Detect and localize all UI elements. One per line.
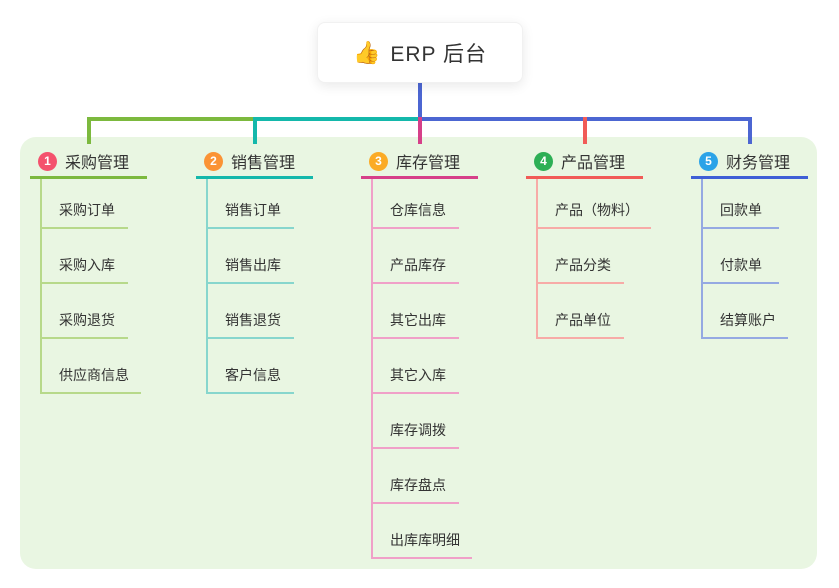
branch-title-underline [30, 176, 147, 179]
branch-title: 销售管理 [231, 155, 296, 172]
leaf-node[interactable]: 销售退货 [208, 284, 294, 339]
rail-segment-teal [253, 117, 420, 121]
root-node[interactable]: 👍 ERP 后台 [317, 22, 523, 83]
leaf-label: 销售退货 [225, 312, 281, 328]
leaf-node[interactable]: 产品库存 [373, 229, 459, 284]
branch-title-underline [196, 176, 313, 179]
branch-title: 库存管理 [396, 155, 461, 172]
branch-procurement: 1 采购管理 采购订单 采购入库 采购退货 供应商信息 [30, 146, 147, 394]
leaf-label: 其它出库 [390, 312, 446, 328]
branch-title-row[interactable]: 1 采购管理 [30, 146, 147, 176]
branch-inventory: 3 库存管理 仓库信息 产品库存 其它出库 其它入库 库存调拨 库存盘点 出库库… [361, 146, 478, 559]
branch-product: 4 产品管理 产品（物料） 产品分类 产品单位 [526, 146, 651, 339]
leaf-node[interactable]: 结算账户 [703, 284, 788, 339]
leaf-label: 回款单 [720, 202, 762, 218]
leaf-node[interactable]: 供应商信息 [42, 339, 141, 394]
branch3-drop-line [418, 117, 422, 144]
leaf-label: 结算账户 [720, 312, 776, 328]
rail-segment-green [87, 117, 255, 121]
leaf-node[interactable]: 产品分类 [538, 229, 624, 284]
leaf-node[interactable]: 销售出库 [208, 229, 294, 284]
leaf-label: 库存调拨 [390, 422, 446, 438]
leaf-label: 仓库信息 [390, 202, 446, 218]
branch-sales: 2 销售管理 销售订单 销售出库 销售退货 客户信息 [196, 146, 313, 394]
branch-title-row[interactable]: 2 销售管理 [196, 146, 313, 176]
branch1-drop-line [87, 117, 91, 144]
branch-children: 仓库信息 产品库存 其它出库 其它入库 库存调拨 库存盘点 出库库明细 [371, 179, 478, 559]
leaf-node[interactable]: 采购入库 [42, 229, 128, 284]
leaf-node[interactable]: 销售订单 [208, 179, 294, 229]
branch-number-badge: 2 [204, 151, 223, 171]
branch5-drop-line [748, 117, 752, 144]
branch2-drop-line [253, 117, 257, 144]
leaf-label: 出库库明细 [390, 532, 460, 548]
branch-children: 销售订单 销售出库 销售退货 客户信息 [206, 179, 313, 394]
branch-children: 产品（物料） 产品分类 产品单位 [536, 179, 651, 339]
leaf-node[interactable]: 产品（物料） [538, 179, 651, 229]
branch-children: 采购订单 采购入库 采购退货 供应商信息 [40, 179, 147, 394]
branch-title: 财务管理 [726, 155, 791, 172]
leaf-node[interactable]: 库存盘点 [373, 449, 459, 504]
leaf-node[interactable]: 采购退货 [42, 284, 128, 339]
leaf-label: 产品分类 [555, 257, 611, 273]
leaf-node[interactable]: 客户信息 [208, 339, 294, 394]
leaf-node[interactable]: 仓库信息 [373, 179, 459, 229]
thumbs-up-icon: 👍 [352, 39, 381, 65]
branch-title-underline [526, 176, 643, 179]
leaf-label: 产品库存 [390, 257, 446, 273]
leaf-label: 采购入库 [59, 257, 115, 273]
branch-number-badge: 4 [534, 151, 553, 171]
leaf-label: 产品单位 [555, 312, 611, 328]
branch-title-row[interactable]: 3 库存管理 [361, 146, 478, 176]
leaf-label: 采购订单 [59, 202, 115, 218]
leaf-node[interactable]: 其它出库 [373, 284, 459, 339]
branch-title-underline [691, 176, 808, 179]
leaf-label: 采购退货 [59, 312, 115, 328]
leaf-label: 产品（物料） [555, 202, 639, 218]
branches-panel [20, 137, 817, 569]
branch-number-badge: 5 [699, 151, 718, 171]
leaf-label: 付款单 [720, 257, 762, 273]
branch-children: 回款单 付款单 结算账户 [701, 179, 808, 339]
leaf-node[interactable]: 其它入库 [373, 339, 459, 394]
branch-finance: 5 财务管理 回款单 付款单 结算账户 [691, 146, 808, 339]
leaf-node[interactable]: 回款单 [703, 179, 779, 229]
leaf-node[interactable]: 出库库明细 [373, 504, 472, 559]
leaf-node[interactable]: 付款单 [703, 229, 779, 284]
leaf-label: 客户信息 [225, 367, 281, 383]
branch-title-row[interactable]: 4 产品管理 [526, 146, 643, 176]
leaf-node[interactable]: 采购订单 [42, 179, 128, 229]
root-node-label: ERP 后台 [390, 42, 488, 66]
branch-title-row[interactable]: 5 财务管理 [691, 146, 808, 176]
leaf-label: 供应商信息 [59, 367, 129, 383]
branch-number-badge: 1 [38, 151, 57, 171]
branch4-drop-line [583, 117, 587, 144]
branch-title-underline [361, 176, 478, 179]
leaf-node[interactable]: 库存调拨 [373, 394, 459, 449]
leaf-label: 库存盘点 [390, 477, 446, 493]
leaf-label: 其它入库 [390, 367, 446, 383]
branch-title: 采购管理 [65, 155, 130, 172]
root-connector-line [418, 83, 422, 119]
branch-title: 产品管理 [561, 155, 626, 172]
branch-number-badge: 3 [369, 151, 388, 171]
leaf-label: 销售出库 [225, 257, 281, 273]
leaf-label: 销售订单 [225, 202, 281, 218]
leaf-node[interactable]: 产品单位 [538, 284, 624, 339]
